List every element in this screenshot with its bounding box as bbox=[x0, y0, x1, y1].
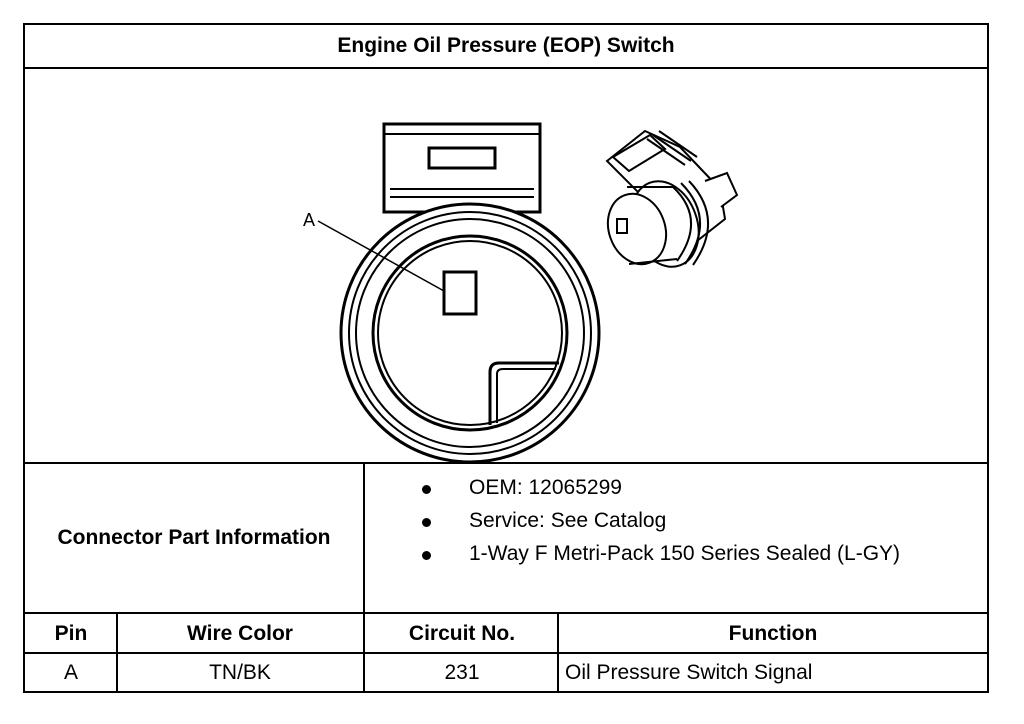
connector-figure: A bbox=[25, 69, 987, 464]
bullet-icon bbox=[422, 518, 431, 527]
table-divider bbox=[363, 614, 365, 691]
table-cell-circuit-no: 231 bbox=[444, 660, 480, 684]
oem-part-number: OEM: 12065299 bbox=[469, 476, 622, 499]
table-divider bbox=[116, 614, 118, 691]
column-header-wire-color: Wire Color bbox=[187, 621, 293, 645]
connector-iso-view bbox=[605, 129, 739, 268]
connector-info-label: Connector Part Information bbox=[25, 464, 365, 612]
bullet-icon bbox=[422, 485, 431, 494]
connector-part-info: Connector Part Information OEM: 12065299… bbox=[25, 464, 987, 614]
connector-sheet: Engine Oil Pressure (EOP) Switch bbox=[23, 23, 989, 693]
table-cell-function: Oil Pressure Switch Signal bbox=[565, 660, 813, 684]
pin-table: Pin Wire Color Circuit No. Function A TN… bbox=[25, 614, 987, 691]
column-header-function: Function bbox=[728, 621, 818, 645]
table-cell-pin: A bbox=[63, 660, 78, 684]
callout-label-a: A bbox=[303, 210, 315, 230]
table-divider bbox=[557, 614, 559, 691]
connector-description: 1-Way F Metri-Pack 150 Series Sealed (L-… bbox=[469, 542, 901, 565]
column-header-pin: Pin bbox=[54, 621, 88, 645]
table-cell-wire-color: TN/BK bbox=[209, 660, 271, 684]
connector-info-list: OEM: 12065299 Service: See Catalog 1-Way… bbox=[367, 464, 987, 612]
bullet-icon bbox=[422, 551, 431, 560]
connector-face-drawing: A bbox=[303, 122, 739, 462]
column-header-circuit-no: Circuit No. bbox=[408, 621, 516, 645]
table-divider bbox=[25, 652, 987, 654]
service-info: Service: See Catalog bbox=[469, 509, 667, 532]
page-title: Engine Oil Pressure (EOP) Switch bbox=[25, 25, 987, 69]
